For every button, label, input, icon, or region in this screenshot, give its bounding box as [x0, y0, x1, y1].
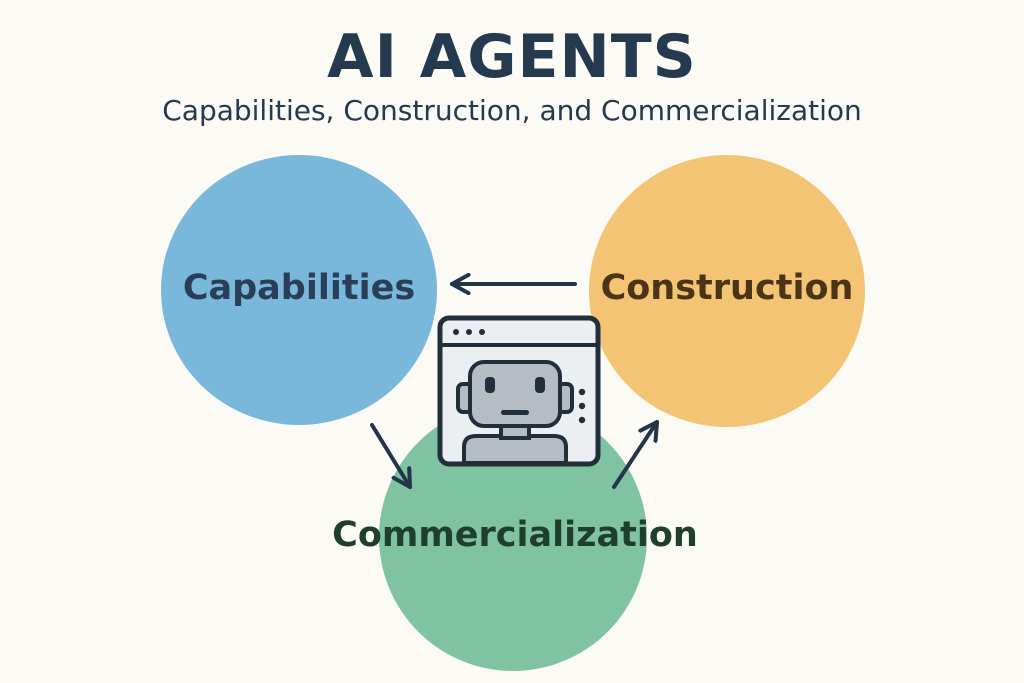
robot-in-browser-window-icon: [437, 315, 601, 467]
diagram-title: AI AGENTS: [327, 22, 697, 92]
commercialization-label: Commercialization: [332, 515, 698, 555]
capabilities-circle: [161, 155, 437, 425]
diagram-subtitle: Capabilities, Construction, and Commerci…: [162, 94, 862, 127]
capabilities-label: Capabilities: [182, 268, 416, 308]
arrow-capabilities-to-commercialization: [370, 423, 410, 487]
construction-circle: [589, 155, 865, 427]
arrow-commercialization-to-construction: [612, 422, 657, 489]
construction-label: Construction: [600, 268, 854, 308]
